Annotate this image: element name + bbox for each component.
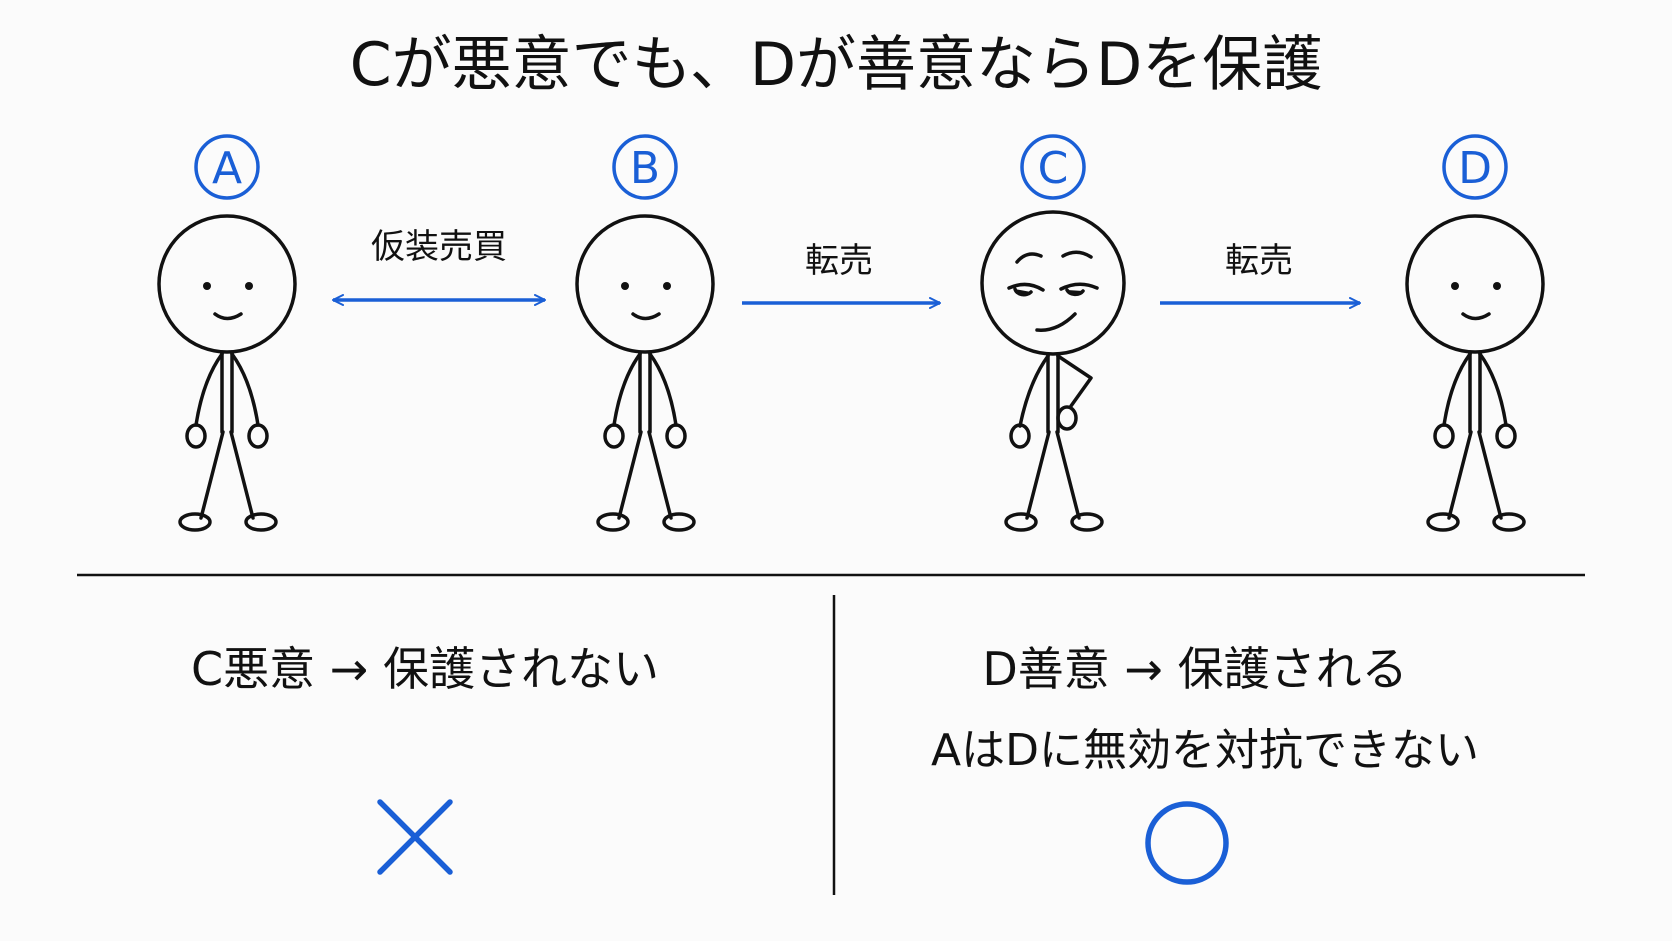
- relation-label-c-d: 転売: [1225, 241, 1293, 281]
- person-c-label: C: [1038, 143, 1069, 194]
- relation-label-b-c: 転売: [805, 241, 873, 281]
- person-a-figure: [157, 214, 297, 532]
- person-d: D: [1405, 134, 1545, 532]
- person-c: C: [980, 134, 1126, 532]
- person-a: A: [157, 134, 297, 532]
- person-d-label: D: [1458, 143, 1492, 194]
- person-d-badge: [1442, 134, 1508, 200]
- relation-label-a-b: 仮装売買: [371, 227, 507, 267]
- circle-mark-icon: [1145, 801, 1229, 885]
- person-b: B: [575, 134, 715, 532]
- diagram-title: Cが悪意でも、Dが善意ならDを保護: [350, 30, 1323, 100]
- person-a-badge: [194, 134, 260, 200]
- person-c-figure: [980, 210, 1126, 532]
- result-left-text: C悪意 → 保護されない: [191, 642, 659, 696]
- cross-mark-icon: [377, 799, 453, 875]
- person-d-figure: [1405, 214, 1545, 532]
- person-b-badge: [612, 134, 678, 200]
- person-b-label: B: [630, 143, 660, 194]
- person-b-figure: [575, 214, 715, 532]
- result-right-line-2: AはDに無効を対抗できない: [931, 725, 1479, 776]
- person-a-label: A: [212, 143, 242, 194]
- person-c-badge: [1020, 134, 1086, 200]
- result-right-line-1: D善意 → 保護される: [982, 642, 1407, 696]
